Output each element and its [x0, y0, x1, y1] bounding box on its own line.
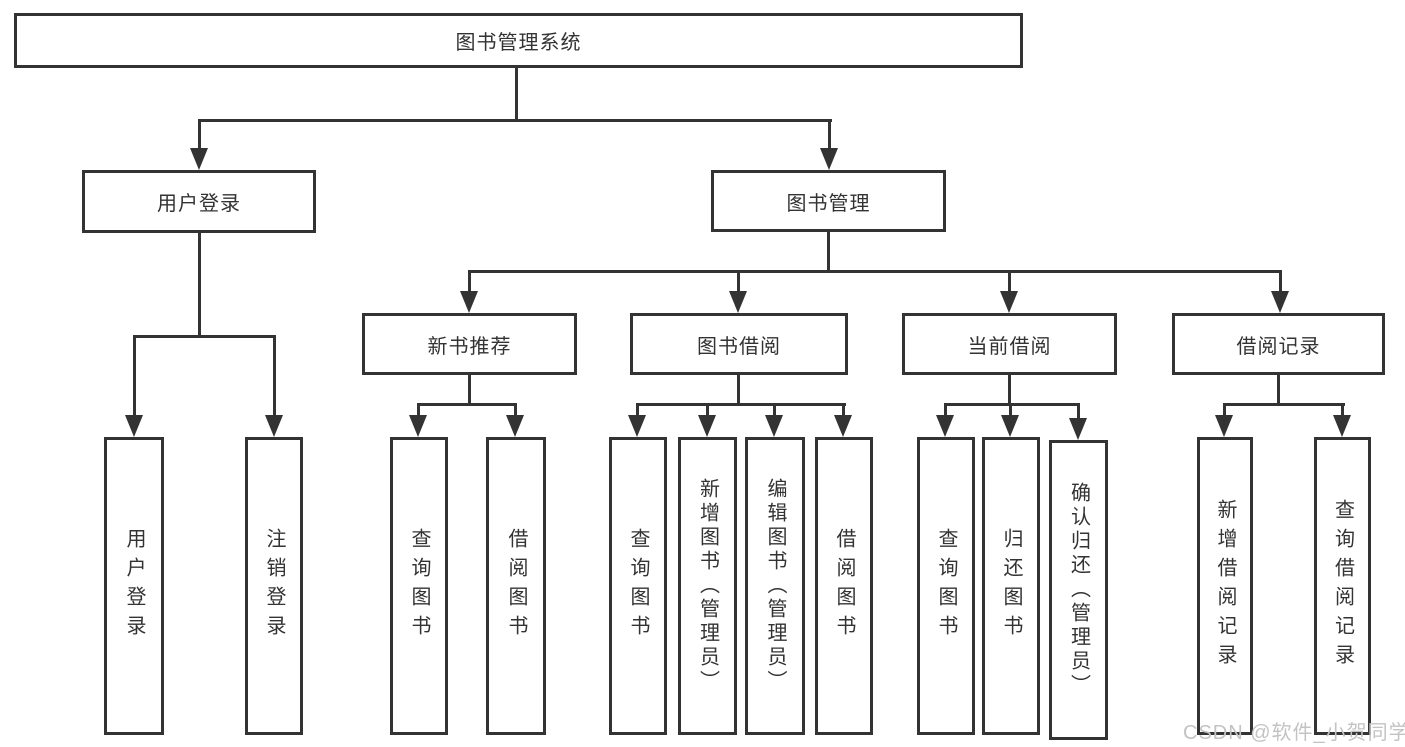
- arrow-down-icon: [190, 148, 208, 170]
- connector-line: [1009, 403, 1012, 415]
- arrow-down-icon: [265, 415, 283, 437]
- arrow-down-icon: [834, 415, 852, 437]
- arrow-down-icon: [1215, 415, 1233, 437]
- connector-line: [198, 119, 201, 148]
- connector-line: [1341, 403, 1344, 415]
- connector-line: [133, 335, 276, 338]
- connector-line: [828, 119, 831, 148]
- connector-line: [468, 375, 471, 403]
- node-book-management: 图书管理: [711, 170, 946, 232]
- node-user-login: 用户登录: [82, 170, 316, 233]
- connector-line: [514, 403, 517, 415]
- leaf-borrow-books-recommend: 借阅图书: [486, 437, 546, 735]
- connector-line: [468, 270, 1282, 273]
- leaf-borrow-books: 借阅图书: [815, 437, 873, 735]
- connector-line: [1277, 375, 1280, 403]
- leaf-add-book-admin: 新增图书（管理员）: [678, 437, 737, 735]
- leaf-add-borrow-record: 新增借阅记录: [1197, 437, 1253, 735]
- connector-line: [417, 403, 420, 415]
- arrow-down-icon: [820, 148, 838, 170]
- node-book-borrow: 图书借阅: [630, 313, 848, 375]
- leaf-return-books: 归还图书: [982, 437, 1040, 735]
- connector-line: [1223, 403, 1345, 406]
- leaf-logout-login: 注销登录: [245, 437, 303, 735]
- connector-line: [636, 403, 846, 406]
- arrow-down-icon: [1069, 418, 1087, 440]
- leaf-query-books-borrow: 查询图书: [609, 437, 667, 735]
- node-new-book-recommend: 新书推荐: [362, 313, 577, 375]
- leaf-query-books-recommend: 查询图书: [390, 437, 448, 735]
- connector-line: [636, 403, 639, 415]
- arrow-down-icon: [460, 291, 478, 313]
- node-borrow-records: 借阅记录: [1172, 313, 1385, 375]
- connector-line: [198, 119, 832, 122]
- arrow-down-icon: [765, 415, 783, 437]
- connector-line: [273, 335, 276, 415]
- leaf-query-borrow-record: 查询借阅记录: [1314, 437, 1371, 735]
- node-current-borrow: 当前借阅: [902, 313, 1117, 375]
- arrow-down-icon: [1001, 415, 1019, 437]
- connector-line: [417, 403, 517, 406]
- leaf-edit-book-admin: 编辑图书（管理员）: [745, 437, 805, 735]
- csdn-watermark: CSDN @软件_小贺同学: [1183, 722, 1405, 744]
- connector-line: [133, 335, 136, 415]
- connector-line: [1008, 375, 1011, 403]
- arrow-down-icon: [125, 415, 143, 437]
- connector-line: [842, 403, 845, 415]
- node-library-system: 图书管理系统: [14, 13, 1023, 68]
- connector-line: [773, 403, 776, 415]
- connector-line: [1223, 403, 1226, 415]
- connector-line: [827, 232, 830, 270]
- arrow-down-icon: [506, 415, 524, 437]
- arrow-down-icon: [1271, 291, 1289, 313]
- arrow-down-icon: [936, 415, 954, 437]
- arrow-down-icon: [409, 415, 427, 437]
- connector-line: [515, 68, 518, 119]
- arrow-down-icon: [1000, 291, 1018, 313]
- leaf-query-books-current: 查询图书: [917, 437, 975, 735]
- connector-line: [737, 375, 740, 403]
- connector-line: [944, 403, 1080, 406]
- connector-line: [737, 270, 740, 291]
- connector-line: [1279, 270, 1282, 291]
- arrow-down-icon: [1333, 415, 1351, 437]
- leaf-user-login: 用户登录: [104, 437, 164, 735]
- arrow-down-icon: [698, 415, 716, 437]
- connector-line: [468, 270, 471, 291]
- connector-line: [1008, 270, 1011, 291]
- arrow-down-icon: [729, 291, 747, 313]
- connector-line: [198, 233, 201, 335]
- connector-line: [706, 403, 709, 415]
- leaf-confirm-return-admin: 确认归还（管理员）: [1049, 440, 1108, 740]
- connector-line: [944, 403, 947, 415]
- connector-line: [1077, 403, 1080, 418]
- arrow-down-icon: [628, 415, 646, 437]
